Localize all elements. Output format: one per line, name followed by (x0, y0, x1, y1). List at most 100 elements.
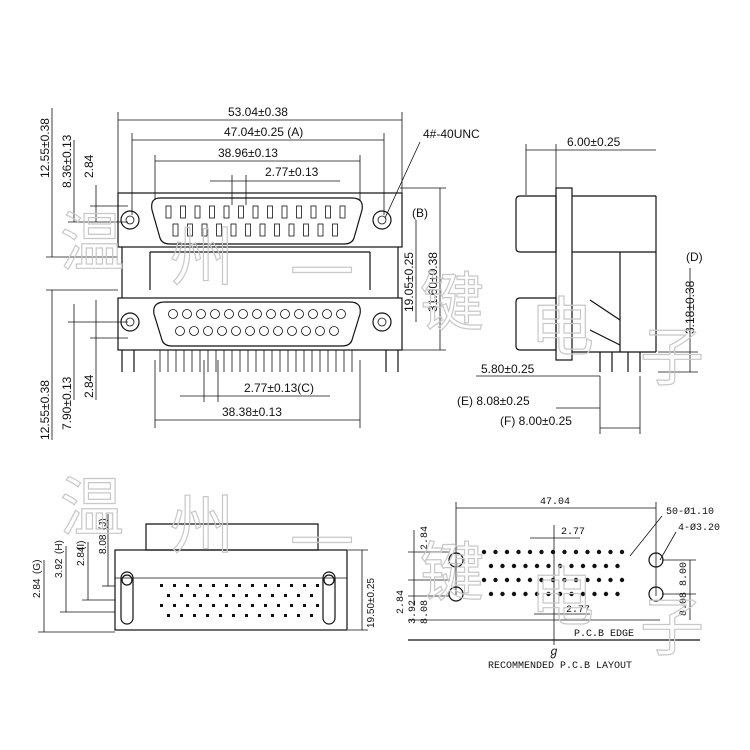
pcb-hole (585, 577, 590, 583)
bottom-pin (238, 604, 241, 607)
pcb-hole (585, 549, 590, 555)
watermark-char-2: 州 (170, 222, 234, 296)
upper-pin (165, 205, 172, 219)
dim-8-36: 8.36±0.13 (60, 134, 74, 188)
watermark-char-3b: 一 (290, 507, 354, 581)
bottom-pin (167, 614, 170, 617)
side-dim-5-80: 5.80±0.25 (481, 362, 535, 376)
thread-note: 4#-40UNC (423, 127, 480, 141)
lower-socket (315, 326, 325, 336)
upper-pin (172, 223, 179, 237)
bottom-pin (303, 584, 306, 587)
bottom-pin (173, 584, 176, 587)
lower-socket (259, 326, 269, 336)
bottom-pin (310, 614, 313, 617)
bottom-pin (219, 594, 222, 597)
upper-pin (245, 223, 251, 237)
front-view: 53.04±0.38 47.04±0.25 (A) 38.96±0.13 2.7… (38, 105, 480, 440)
pcb-hole (619, 549, 625, 555)
lower-socket (336, 309, 346, 319)
pcb-hole (534, 591, 540, 597)
bottom-pin (297, 594, 300, 597)
bottom-pin (160, 604, 163, 607)
pcb-hole (615, 563, 620, 569)
side-label-d: (D) (686, 250, 703, 264)
pcb-dim-2-84-top: 2.84 (420, 526, 431, 550)
pcb-dim-2-77-top: 2.77 (561, 527, 585, 538)
upper-pin (209, 205, 215, 219)
bottom-view: (G) (H) (I) (J) 2.84 3.92 2.84 8.08 19.5… (32, 514, 377, 633)
pcb-hole (516, 577, 521, 583)
pcb-hole (592, 591, 597, 597)
bottom-pin (219, 614, 222, 617)
pcb-hole (500, 591, 505, 597)
side-view: 6.00±0.25 (D) 3.18±0.38 5.80±0.25 (E) 8.… (457, 135, 703, 434)
pcb-hole (580, 563, 586, 569)
bottom-dim-3-92-h: 3.92 (54, 558, 65, 578)
upper-pin (223, 205, 230, 219)
watermark-char-5: 电 (530, 292, 594, 366)
side-dim-6-00: 6.00±0.25 (567, 135, 621, 149)
watermark-char-4b: 键 (420, 537, 484, 611)
bottom-label-h: (H) (54, 540, 65, 554)
dim-31-60: 31.60±0.38 (426, 252, 440, 312)
watermark-char-5b: 电 (530, 562, 594, 636)
lower-socket (245, 326, 255, 336)
pcb-hole (539, 577, 544, 583)
bottom-pin (316, 584, 319, 587)
lower-socket (175, 326, 185, 336)
pcb-dim-47-04: 47.04 (540, 497, 570, 508)
pcb-hole (546, 563, 551, 569)
pcb-hole (488, 591, 494, 597)
pcb-center-mark: ℊ (548, 644, 560, 658)
side-dim-f: (F) 8.00±0.25 (500, 414, 572, 428)
bottom-pin-grid (160, 584, 319, 617)
bottom-pin (206, 614, 209, 617)
bottom-dim-2-84-i: 2.84 (76, 546, 87, 566)
lower-socket (238, 309, 248, 319)
pcb-hole (516, 549, 521, 555)
bottom-pin (303, 604, 306, 607)
pcb-note-4-holes: 4-Ø3.20 (678, 522, 720, 534)
dim-53-04: 53.04±0.38 (228, 105, 288, 119)
pcb-hole (592, 563, 597, 569)
upper-pin (317, 223, 324, 237)
pcb-dim-2-77-bottom: 2.77 (566, 605, 590, 616)
bottom-pin (290, 604, 293, 607)
pcb-hole (504, 577, 510, 583)
bottom-label-j: (J) (98, 518, 109, 530)
upper-pin (281, 205, 288, 219)
pcb-hole (523, 563, 528, 569)
pcb-hole (504, 549, 510, 555)
lower-socket (231, 326, 241, 336)
bottom-pin (245, 614, 248, 617)
upper-pin (216, 223, 222, 237)
pcb-hole (493, 549, 498, 555)
pcb-hole (488, 563, 494, 569)
pcb-hole (539, 549, 544, 555)
bottom-pin (251, 584, 254, 587)
pcb-hole (608, 577, 613, 583)
bottom-pin (186, 604, 189, 607)
pcb-hole (569, 591, 574, 597)
pcb-hole-grid (481, 549, 625, 597)
dim-2-84-top: 2.84 (82, 154, 96, 178)
pcb-dim-8-08-right: 8.08 (679, 592, 690, 616)
dim-12-55-bottom: 12.55±0.38 (38, 380, 52, 440)
bottom-label-g: (G) (32, 560, 43, 574)
bottom-pin (212, 584, 215, 587)
lower-socket (224, 309, 234, 319)
pcb-hole (615, 591, 620, 597)
pcb-hole (619, 577, 625, 583)
upper-pin (194, 205, 201, 219)
pcb-hole (546, 591, 551, 597)
bottom-pin (297, 614, 300, 617)
bottom-pin (225, 604, 228, 607)
bottom-pin (271, 614, 274, 617)
dim-38-38: 38.38±0.13 (222, 405, 282, 419)
bottom-pin (238, 584, 241, 587)
bottom-pin (245, 594, 248, 597)
bottom-pin (199, 584, 202, 587)
dim-12-55-top: 12.55±0.38 (38, 118, 52, 178)
pcb-note-50-holes: 50-Ø1.10 (666, 506, 714, 518)
